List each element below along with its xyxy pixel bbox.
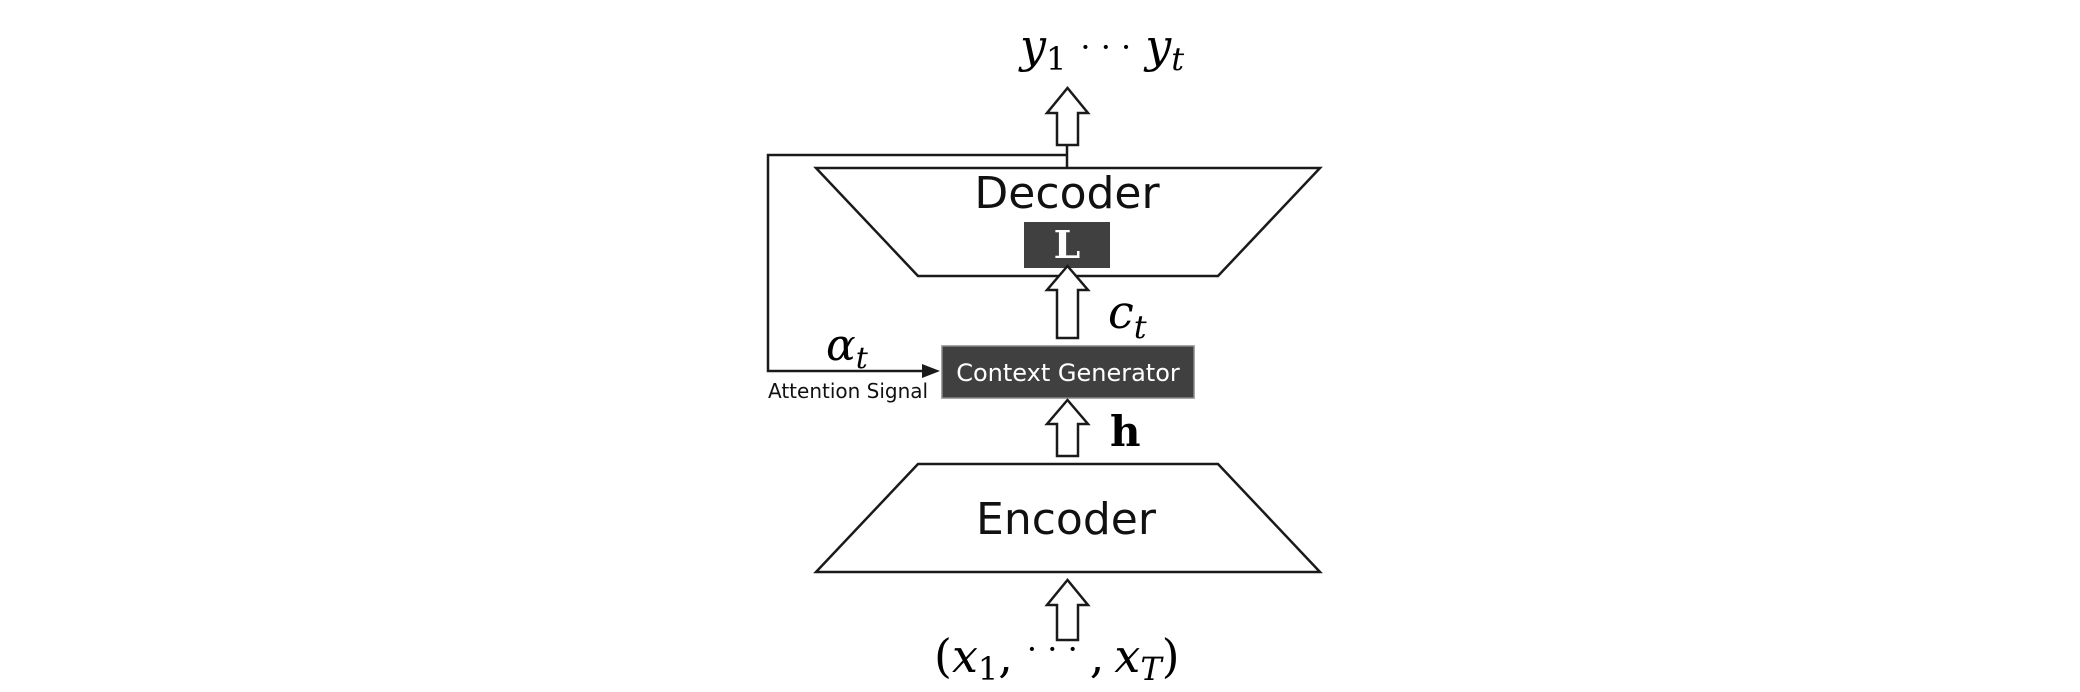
input-close-paren: ) xyxy=(1162,629,1180,683)
decoder-label: Decoder xyxy=(974,168,1160,219)
decoder-L-box xyxy=(1024,222,1110,268)
input-comma-2: , xyxy=(1090,629,1105,683)
input-arrow xyxy=(1044,578,1091,642)
context-arrow xyxy=(1044,264,1091,340)
output-yt-subscript: t xyxy=(1171,40,1184,78)
attention-feedback-line xyxy=(766,153,1067,373)
attention-alpha: α xyxy=(826,320,856,371)
output-arrow xyxy=(1044,86,1091,147)
context-t-subscript: t xyxy=(1134,308,1147,346)
output-dots: · · · xyxy=(1080,28,1131,66)
attention-t-subscript: t xyxy=(856,341,869,376)
context-generator-label: Context Generator xyxy=(956,359,1180,387)
input-xT-subscript: T xyxy=(1140,650,1164,688)
input-xT: x xyxy=(1114,629,1140,683)
output-y1: y xyxy=(1018,19,1047,73)
output-y1-subscript: 1 xyxy=(1046,40,1066,78)
encoder-label: Encoder xyxy=(976,494,1157,545)
input-comma-1: , xyxy=(998,629,1013,683)
hidden-arrow xyxy=(1044,398,1091,458)
output-label: y1· · ·yt xyxy=(1018,19,1184,78)
attention-arrowhead xyxy=(922,364,940,378)
input-open-paren: ( xyxy=(934,629,952,683)
input-dots: · · · xyxy=(1027,630,1078,668)
context-c: c xyxy=(1108,285,1134,339)
output-yt: y xyxy=(1143,19,1172,73)
decoder-L-label: L xyxy=(1054,222,1081,267)
hidden-label: h xyxy=(1110,407,1141,456)
input-label: (x1,· · ·,xT) xyxy=(934,629,1180,688)
attention-alpha-label: αt xyxy=(826,320,869,376)
attention-signal-label: Attention Signal xyxy=(768,379,928,403)
encoder-block xyxy=(813,462,1323,574)
input-x1-subscript: 1 xyxy=(978,650,998,688)
input-x1: x xyxy=(952,629,978,683)
context-vector-label: ct xyxy=(1108,285,1147,346)
context-generator-box xyxy=(941,345,1195,399)
